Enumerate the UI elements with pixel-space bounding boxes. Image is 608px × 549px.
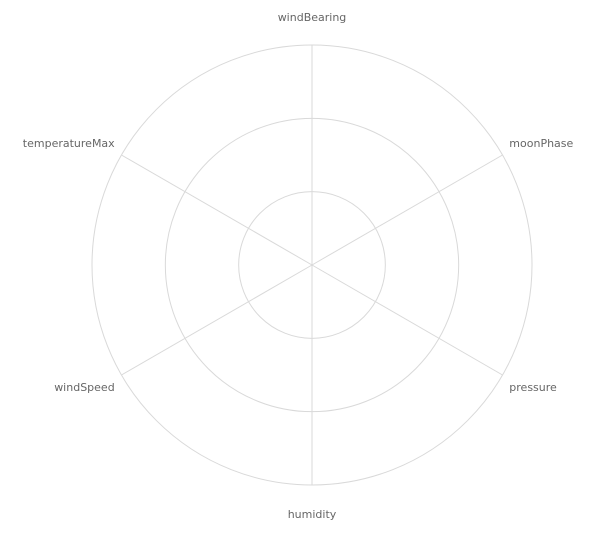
radar-spoke-pressure: [311, 264, 503, 376]
axis-label-moonPhase: moonPhase: [509, 137, 573, 150]
radar-spoke-windSpeed: [121, 264, 313, 376]
axis-label-windSpeed: windSpeed: [54, 381, 115, 394]
radar-spoke-moonPhase: [311, 154, 503, 266]
radar-axis-labels: windBearing moonPhase pressure humidity wind…: [23, 11, 574, 521]
radar-grid: [91, 44, 533, 486]
axis-label-temperatureMax: temperatureMax: [23, 137, 115, 150]
axis-label-pressure: pressure: [509, 381, 557, 394]
radar-spoke-temperatureMax: [121, 154, 313, 266]
axis-label-windBearing: windBearing: [278, 11, 347, 24]
axis-label-humidity: humidity: [288, 508, 337, 521]
